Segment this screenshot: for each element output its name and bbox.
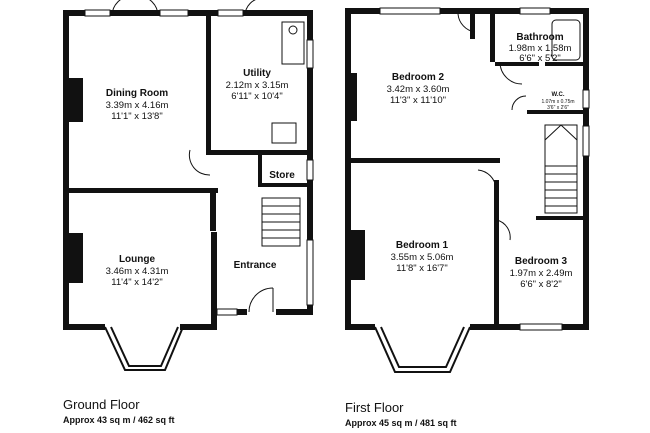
first-floor-title: First Floor	[345, 400, 404, 415]
sink-icon	[288, 25, 298, 35]
wall	[206, 10, 211, 150]
window	[159, 9, 189, 17]
wall	[495, 62, 539, 66]
window	[216, 308, 238, 316]
room-dim-m-bedroom3: 1.97m x 2.49m	[510, 268, 573, 279]
chimney-breast	[351, 230, 365, 280]
chimney-breast	[351, 73, 357, 121]
ground-floor-plan	[63, 0, 314, 371]
window	[306, 239, 314, 306]
first-floor-plan	[345, 7, 590, 373]
room-name-utility: Utility	[243, 68, 271, 79]
door-swing	[248, 287, 274, 313]
bay-window	[374, 326, 471, 373]
room-name-wc: W.C.	[552, 92, 565, 98]
room-dim-ft-bedroom2: 11'3" x 11'10"	[390, 95, 446, 106]
door-swing	[477, 169, 497, 189]
wall	[63, 10, 69, 330]
room-dim-m-bedroom2: 3.42m x 3.60m	[387, 84, 450, 95]
window	[379, 7, 441, 15]
bay-window	[104, 326, 184, 371]
room-dim-m-utility: 2.12m x 3.15m	[226, 80, 289, 91]
room-dim-m-wc: 1.07m x 0.75m	[541, 99, 574, 105]
room-name-store: Store	[269, 170, 295, 181]
door-swing	[244, 0, 256, 17]
room-dim-ft-wc: 3'6" x 2'6"	[547, 105, 569, 111]
door-swing	[188, 149, 211, 176]
chimney-breast	[69, 233, 83, 283]
staircase	[261, 197, 301, 247]
wall	[63, 324, 105, 330]
room-name-lounge: Lounge	[119, 254, 156, 265]
window	[217, 9, 244, 17]
room-dim-m-bathroom: 1.98m x 1.58m	[509, 43, 572, 54]
window	[519, 323, 563, 331]
door-swing	[499, 61, 523, 85]
wall	[63, 188, 218, 193]
room-dim-ft-utility: 6'11" x 10'4"	[231, 91, 282, 102]
door-swing	[457, 13, 476, 33]
room-dim-ft-bedroom3: 6'6" x 8'2"	[520, 279, 562, 290]
room-name-bedroom2: Bedroom 2	[392, 72, 445, 83]
room-name-bathroom: Bathroom	[516, 32, 563, 43]
room-dim-m-lounge: 3.46m x 4.31m	[106, 266, 169, 277]
door-swing	[511, 95, 527, 111]
chimney-breast	[69, 78, 83, 122]
room-dim-ft-lounge: 11'4" x 14'2"	[111, 277, 162, 288]
wall	[258, 183, 313, 187]
window	[306, 39, 314, 69]
appliance	[271, 122, 297, 144]
wall	[351, 158, 500, 163]
worktop	[281, 21, 305, 65]
wall	[180, 324, 217, 330]
bath	[551, 19, 581, 61]
window	[582, 89, 590, 109]
wall	[345, 8, 351, 330]
window	[519, 7, 551, 15]
wall	[545, 62, 589, 66]
wall	[470, 14, 475, 39]
wall	[206, 150, 313, 155]
room-name-bedroom3: Bedroom 3	[515, 256, 568, 267]
first-floor-area: Approx 45 sq m / 481 sq ft	[345, 418, 457, 428]
wall	[276, 309, 313, 315]
window	[306, 159, 314, 181]
room-name-bedroom1: Bedroom 1	[396, 240, 449, 251]
room-dim-m-dining: 3.39m x 4.16m	[106, 100, 169, 111]
wall	[345, 8, 589, 14]
door-swing	[111, 0, 121, 17]
room-name-entrance: Entrance	[234, 260, 277, 271]
wall	[527, 110, 589, 114]
room-dim-ft-bedroom1: 11'8" x 16'7"	[396, 263, 447, 274]
room-dim-ft-bathroom: 6'6" x 5'2"	[519, 53, 561, 64]
room-dim-m-bedroom1: 3.55m x 5.06m	[391, 252, 454, 263]
wall	[494, 180, 499, 330]
room-name-dining: Dining Room	[106, 88, 168, 99]
wall	[490, 14, 495, 62]
window	[582, 125, 590, 157]
wall	[210, 193, 216, 231]
wall	[258, 155, 262, 185]
wall	[583, 8, 589, 330]
window	[84, 9, 111, 17]
door-swing	[149, 0, 159, 17]
room-dim-ft-dining: 11'1" x 13'8"	[111, 111, 162, 122]
staircase	[544, 124, 578, 214]
wall	[345, 324, 375, 330]
door-swing	[496, 219, 511, 241]
wall	[211, 232, 217, 330]
ground-floor-title: Ground Floor	[63, 397, 140, 412]
wall	[536, 216, 589, 220]
ground-floor-area: Approx 43 sq m / 462 sq ft	[63, 415, 175, 425]
